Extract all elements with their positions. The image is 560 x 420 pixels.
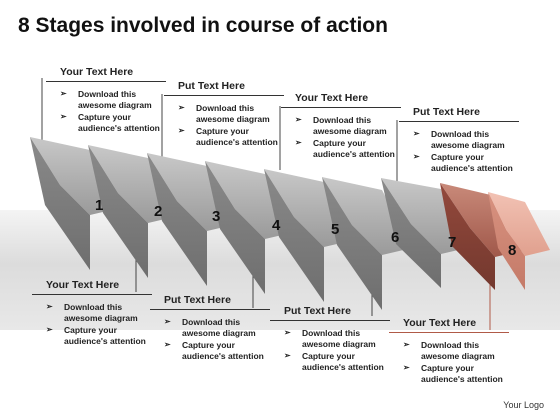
bullet-arrow-icon: ➢ (178, 103, 185, 112)
callout-heading: Your Text Here (32, 279, 152, 295)
arrow-stage-7 (381, 178, 471, 288)
callout-top-3: Your Text Here ➢Download this awesome di… (281, 92, 401, 161)
callout-heading: Put Text Here (150, 294, 270, 310)
page-title: 8 Stages involved in course of action (18, 14, 388, 37)
bullet-arrow-icon: ➢ (46, 302, 53, 311)
callout-top-4: Put Text Here ➢Download this awesome dia… (399, 106, 519, 175)
callout-heading: Put Text Here (270, 305, 390, 321)
bullet-item: ➢Download this awesome diagram (46, 302, 138, 323)
bullet-arrow-icon: ➢ (46, 325, 53, 334)
bullet-item: ➢Capture your audience's attention (60, 112, 160, 133)
callout-top-1: Your Text Here ➢Download this awesome di… (46, 66, 166, 135)
callout-bottom-4: Your Text Here ➢Download this awesome di… (389, 317, 509, 386)
bullet-arrow-icon: ➢ (284, 351, 291, 360)
stage-number: 4 (272, 217, 281, 234)
arrow-stage-6 (322, 177, 412, 310)
stage-number: 2 (154, 203, 162, 220)
bullet-item: ➢Capture your audience's attention (178, 126, 278, 147)
arrow-stage-5 (264, 169, 354, 302)
bullet-item: ➢Download this awesome diagram (164, 317, 256, 338)
stage-number: 6 (391, 229, 399, 246)
bullet-arrow-icon: ➢ (60, 89, 67, 98)
bullet-arrow-icon: ➢ (284, 328, 291, 337)
bullet-item: ➢Download this awesome diagram (413, 129, 505, 150)
bullet-arrow-icon: ➢ (413, 129, 420, 138)
bullet-arrow-icon: ➢ (295, 115, 302, 124)
callout-heading: Your Text Here (389, 317, 509, 333)
bullet-item: ➢Download this awesome diagram (178, 103, 270, 124)
bullet-item: ➢Capture your audience's attention (284, 351, 384, 372)
bullet-item: ➢Download this awesome diagram (60, 89, 152, 110)
arrow-stage-8 (488, 192, 550, 290)
logo-placeholder: Your Logo (503, 400, 544, 410)
callout-heading: Your Text Here (46, 66, 166, 82)
stage-number: 3 (212, 208, 220, 225)
bullet-arrow-icon: ➢ (164, 340, 171, 349)
bullet-item: ➢Capture your audience's attention (413, 152, 513, 173)
bullet-arrow-icon: ➢ (60, 112, 67, 121)
bullet-arrow-icon: ➢ (403, 363, 410, 372)
callout-heading: Put Text Here (399, 106, 519, 122)
bullet-arrow-icon: ➢ (295, 138, 302, 147)
bullet-item: ➢Capture your audience's attention (46, 325, 146, 346)
arrow-stage-1 (30, 137, 120, 270)
stage-number: 5 (331, 221, 339, 238)
bullet-item: ➢Download this awesome diagram (284, 328, 376, 349)
bullet-item: ➢Download this awesome diagram (295, 115, 387, 136)
stage-number: 1 (95, 197, 103, 214)
arrow-stage-4 (205, 161, 295, 294)
arrow-stage-2 (88, 145, 178, 278)
callout-bottom-2: Put Text Here ➢Download this awesome dia… (150, 294, 270, 363)
callout-top-2: Put Text Here ➢Download this awesome dia… (164, 80, 284, 149)
callout-bottom-3: Put Text Here ➢Download this awesome dia… (270, 305, 390, 374)
bullet-arrow-icon: ➢ (413, 152, 420, 161)
bullet-item: ➢Capture your audience's attention (295, 138, 395, 159)
stage-number: 8 (508, 242, 516, 259)
arrow-stage-3 (147, 153, 237, 286)
bullet-item: ➢Download this awesome diagram (403, 340, 495, 361)
bullet-item: ➢Capture your audience's attention (164, 340, 264, 361)
stage-number: 7 (448, 234, 456, 251)
callout-heading: Your Text Here (281, 92, 401, 108)
bullet-arrow-icon: ➢ (164, 317, 171, 326)
callout-heading: Put Text Here (164, 80, 284, 96)
bullet-arrow-icon: ➢ (178, 126, 185, 135)
bullet-arrow-icon: ➢ (403, 340, 410, 349)
callout-bottom-1: Your Text Here ➢Download this awesome di… (32, 279, 152, 348)
bullet-item: ➢Capture your audience's attention (403, 363, 503, 384)
